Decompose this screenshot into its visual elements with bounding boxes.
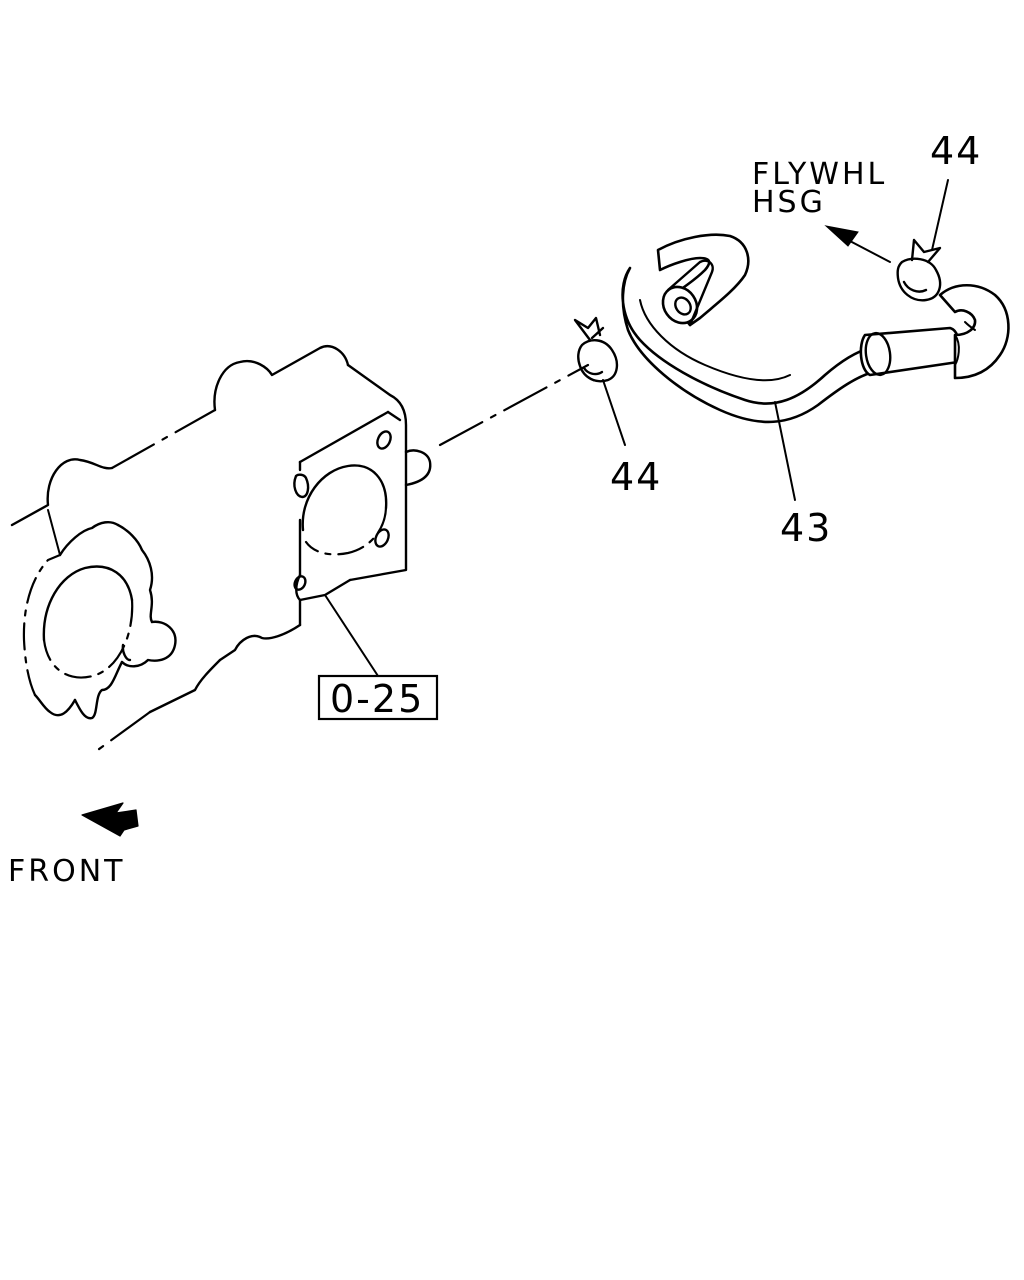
hose-clamp-middle [573, 316, 619, 383]
coolant-hose [621, 233, 1010, 424]
reference-box-frame [317, 674, 439, 721]
flywheel-direction-arrow [824, 225, 891, 263]
leader-line-reference [324, 594, 379, 677]
flywheel-housing-label-line1: FLYWHL [752, 157, 887, 192]
flywheel-housing-label-line2: HSG [752, 185, 826, 220]
hose-clamp-top [896, 238, 942, 302]
leader-line-clamp-middle [602, 379, 626, 446]
reference-box-label: 0-25 [330, 677, 424, 721]
leader-line-hose [774, 401, 796, 501]
cylinder-head-outline [10, 345, 432, 754]
callout-clamp-middle: 44 [610, 455, 662, 499]
hose-end-opening [661, 259, 714, 327]
assembly-center-line [438, 363, 590, 447]
callout-clamp-top: 44 [930, 129, 982, 173]
front-label: FRONT [8, 854, 125, 889]
front-direction-arrow [81, 802, 139, 837]
leader-line-clamp-top [931, 179, 949, 251]
callout-hose: 43 [780, 506, 832, 550]
